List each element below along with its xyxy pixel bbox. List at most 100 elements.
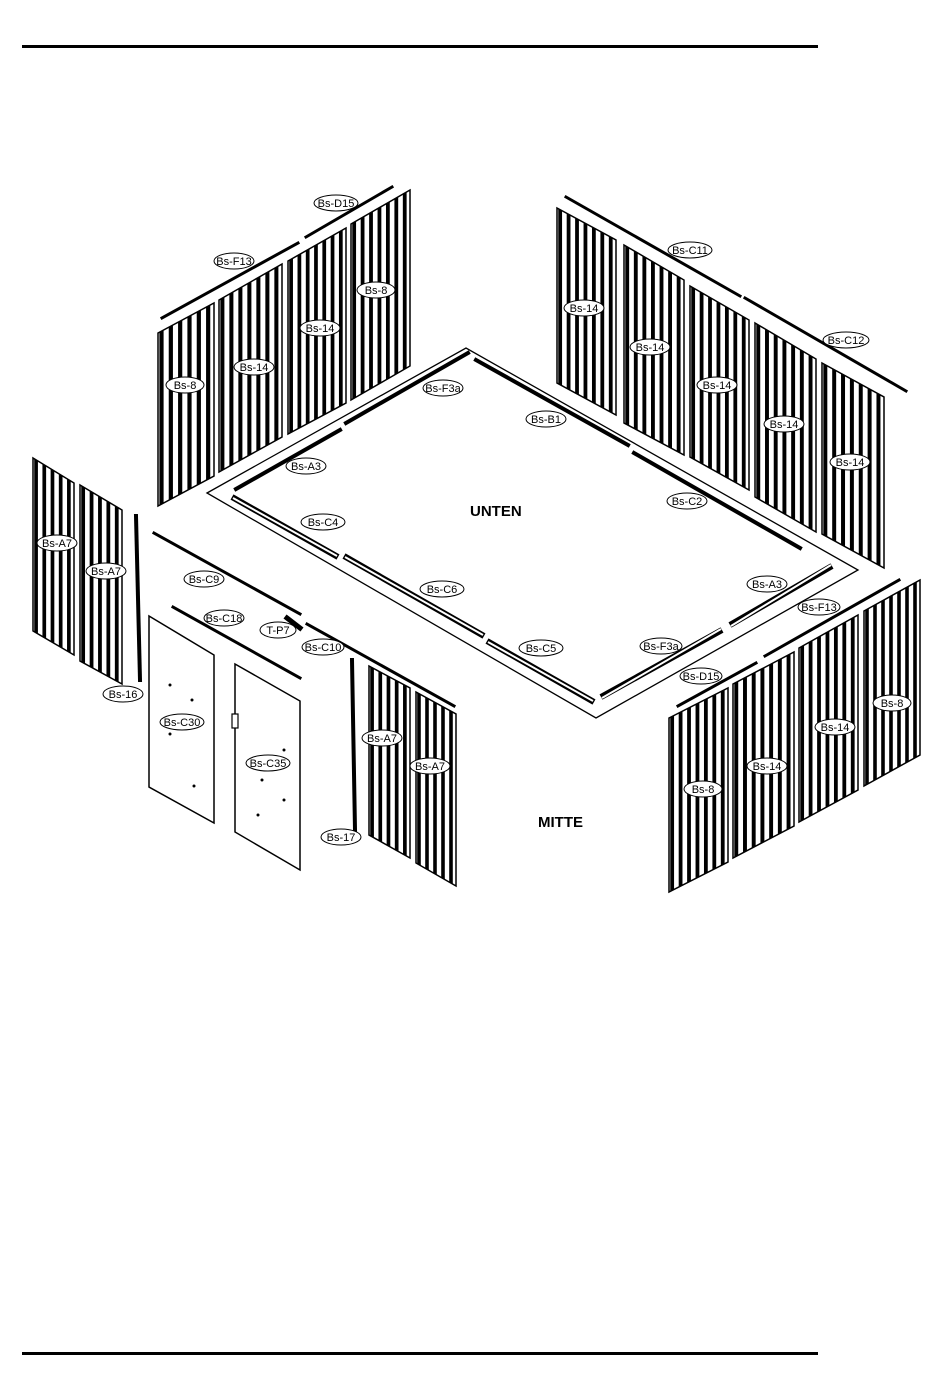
panel-front-right-2-rib xyxy=(743,677,747,853)
part-label-text: Bs-14 xyxy=(821,722,850,734)
panel-front-right-2-rib xyxy=(778,658,782,834)
part-label: Bs-D15 xyxy=(314,195,358,211)
part-label-text: Bs-17 xyxy=(327,832,356,844)
part-label-text: Bs-A7 xyxy=(367,733,397,745)
part-label-text: Bs-14 xyxy=(636,342,665,354)
panel-front-left-2 xyxy=(80,485,122,684)
part-label: Bs-A3 xyxy=(286,458,326,474)
panel-front-mid-2 xyxy=(416,692,456,886)
panel-back-left-3-rib xyxy=(339,230,343,407)
part-label-text: Bs-A3 xyxy=(752,579,782,591)
part-label-text: Bs-F3a xyxy=(643,641,679,653)
panel-front-mid-2-rib xyxy=(417,693,421,866)
panel-back-right-1-rib xyxy=(609,236,613,413)
panel-back-right-2-rib xyxy=(660,266,664,444)
panel-back-left-4-rib xyxy=(369,211,373,389)
panel-front-left-2-rib xyxy=(98,496,102,673)
panel-front-right-4-rib xyxy=(905,586,909,763)
rail-c9 xyxy=(154,533,300,614)
door-right-rivet xyxy=(283,749,286,752)
panel-back-left-3-rib xyxy=(289,258,293,433)
panel-back-left-1-outline xyxy=(158,303,214,506)
panel-back-left-4-rib xyxy=(361,216,365,394)
panel-front-mid-1-rib xyxy=(378,671,382,842)
part-label: Bs-14 xyxy=(830,454,870,470)
panel-front-right-4-rib xyxy=(889,595,893,772)
part-label: Bs-A7 xyxy=(410,758,450,774)
panel-back-right-4-rib xyxy=(756,324,760,500)
part-label: Bs-14 xyxy=(697,377,737,393)
part-label: T-P7 xyxy=(260,622,296,638)
panel-back-left-3-rib xyxy=(298,253,302,428)
part-label-text: Bs-A7 xyxy=(415,761,445,773)
part-label-text: Bs-C30 xyxy=(164,717,201,729)
part-label-text: Bs-14 xyxy=(240,362,269,374)
panel-back-left-2-rib xyxy=(274,266,278,441)
panel-front-right-3 xyxy=(799,615,858,822)
panel-front-left-1-rib xyxy=(67,479,71,653)
door-handle xyxy=(232,714,238,728)
panel-front-right-3-rib xyxy=(851,617,855,794)
part-label-text: Bs-F3a xyxy=(425,383,461,395)
part-label: Bs-D15 xyxy=(680,668,722,684)
panel-front-mid-1-rib xyxy=(370,667,374,838)
panel-back-left-4-rib xyxy=(352,221,356,399)
panel-back-right-4-rib xyxy=(800,349,804,525)
part-label-text: Bs-14 xyxy=(570,303,599,315)
panel-front-right-4-rib xyxy=(881,599,885,776)
part-label: Bs-14 xyxy=(747,758,787,774)
panel-front-mid-2-rib xyxy=(433,701,437,875)
panel-back-right-1-rib xyxy=(558,209,562,386)
panel-front-left-1-rib xyxy=(34,459,38,634)
area-label-unten: UNTEN xyxy=(470,503,522,520)
panel-front-right-1-rib xyxy=(670,715,674,891)
part-label-text: Bs-A7 xyxy=(42,538,72,550)
part-label: Bs-B1 xyxy=(526,411,566,427)
panel-front-left-1-rib xyxy=(42,464,46,639)
panel-back-right-2-rib xyxy=(677,276,681,453)
rail-c9-line xyxy=(154,533,300,614)
panel-front-left-2-rib xyxy=(115,506,119,682)
part-label-text: Bs-14 xyxy=(753,761,782,773)
part-label: Bs-C4 xyxy=(301,514,345,530)
panel-front-mid-1-rib xyxy=(395,680,399,852)
panel-back-right-1-rib xyxy=(600,232,604,409)
part-label-text: Bs-14 xyxy=(306,323,335,335)
door-right-rivet xyxy=(257,814,260,817)
panel-front-right-2-rib xyxy=(787,654,791,830)
panel-front-left-2-rib xyxy=(106,501,110,678)
panel-front-right-4-rib xyxy=(913,582,917,759)
part-label-text: Bs-C35 xyxy=(250,758,287,770)
part-label: Bs-C2 xyxy=(667,493,707,509)
part-label-text: Bs-C2 xyxy=(672,496,703,508)
panel-front-right-4-rib xyxy=(865,608,869,785)
part-label: Bs-A7 xyxy=(37,535,77,551)
part-label: Bs-A7 xyxy=(362,730,402,746)
part-label-text: Bs-B1 xyxy=(531,414,561,426)
panel-front-left-2-rib xyxy=(90,491,94,669)
part-label: Bs-8 xyxy=(684,781,722,797)
panel-back-left-1-rib xyxy=(169,325,173,500)
part-label: Bs-C10 xyxy=(302,639,344,655)
part-label: Bs-8 xyxy=(357,282,395,298)
panel-front-right-2 xyxy=(733,652,794,858)
panel-back-right-2-rib xyxy=(668,271,672,449)
part-label: Bs-C9 xyxy=(184,571,224,587)
panel-back-right-5-rib xyxy=(859,383,863,556)
part-label-text: T-P7 xyxy=(266,625,289,637)
part-label-text: Bs-C5 xyxy=(526,643,557,655)
part-label-text: Bs-D15 xyxy=(683,671,720,683)
panel-front-right-3-rib xyxy=(800,645,804,821)
panel-back-left-2-rib xyxy=(229,292,233,466)
part-label: Bs-14 xyxy=(564,300,604,316)
part-label-text: Bs-14 xyxy=(770,419,799,431)
part-label-text: Bs-F13 xyxy=(216,256,251,268)
part-label: Bs-14 xyxy=(300,320,340,336)
panel-front-mid-2-rib xyxy=(449,710,453,884)
part-label-text: Bs-D15 xyxy=(318,198,355,210)
panel-front-left-1-rib xyxy=(51,469,55,644)
panel-front-right-1-rib xyxy=(679,711,683,887)
panel-back-right-5-rib xyxy=(868,388,872,561)
panel-front-right-3-rib xyxy=(809,640,813,816)
panel-back-left-3-rib xyxy=(306,249,310,425)
